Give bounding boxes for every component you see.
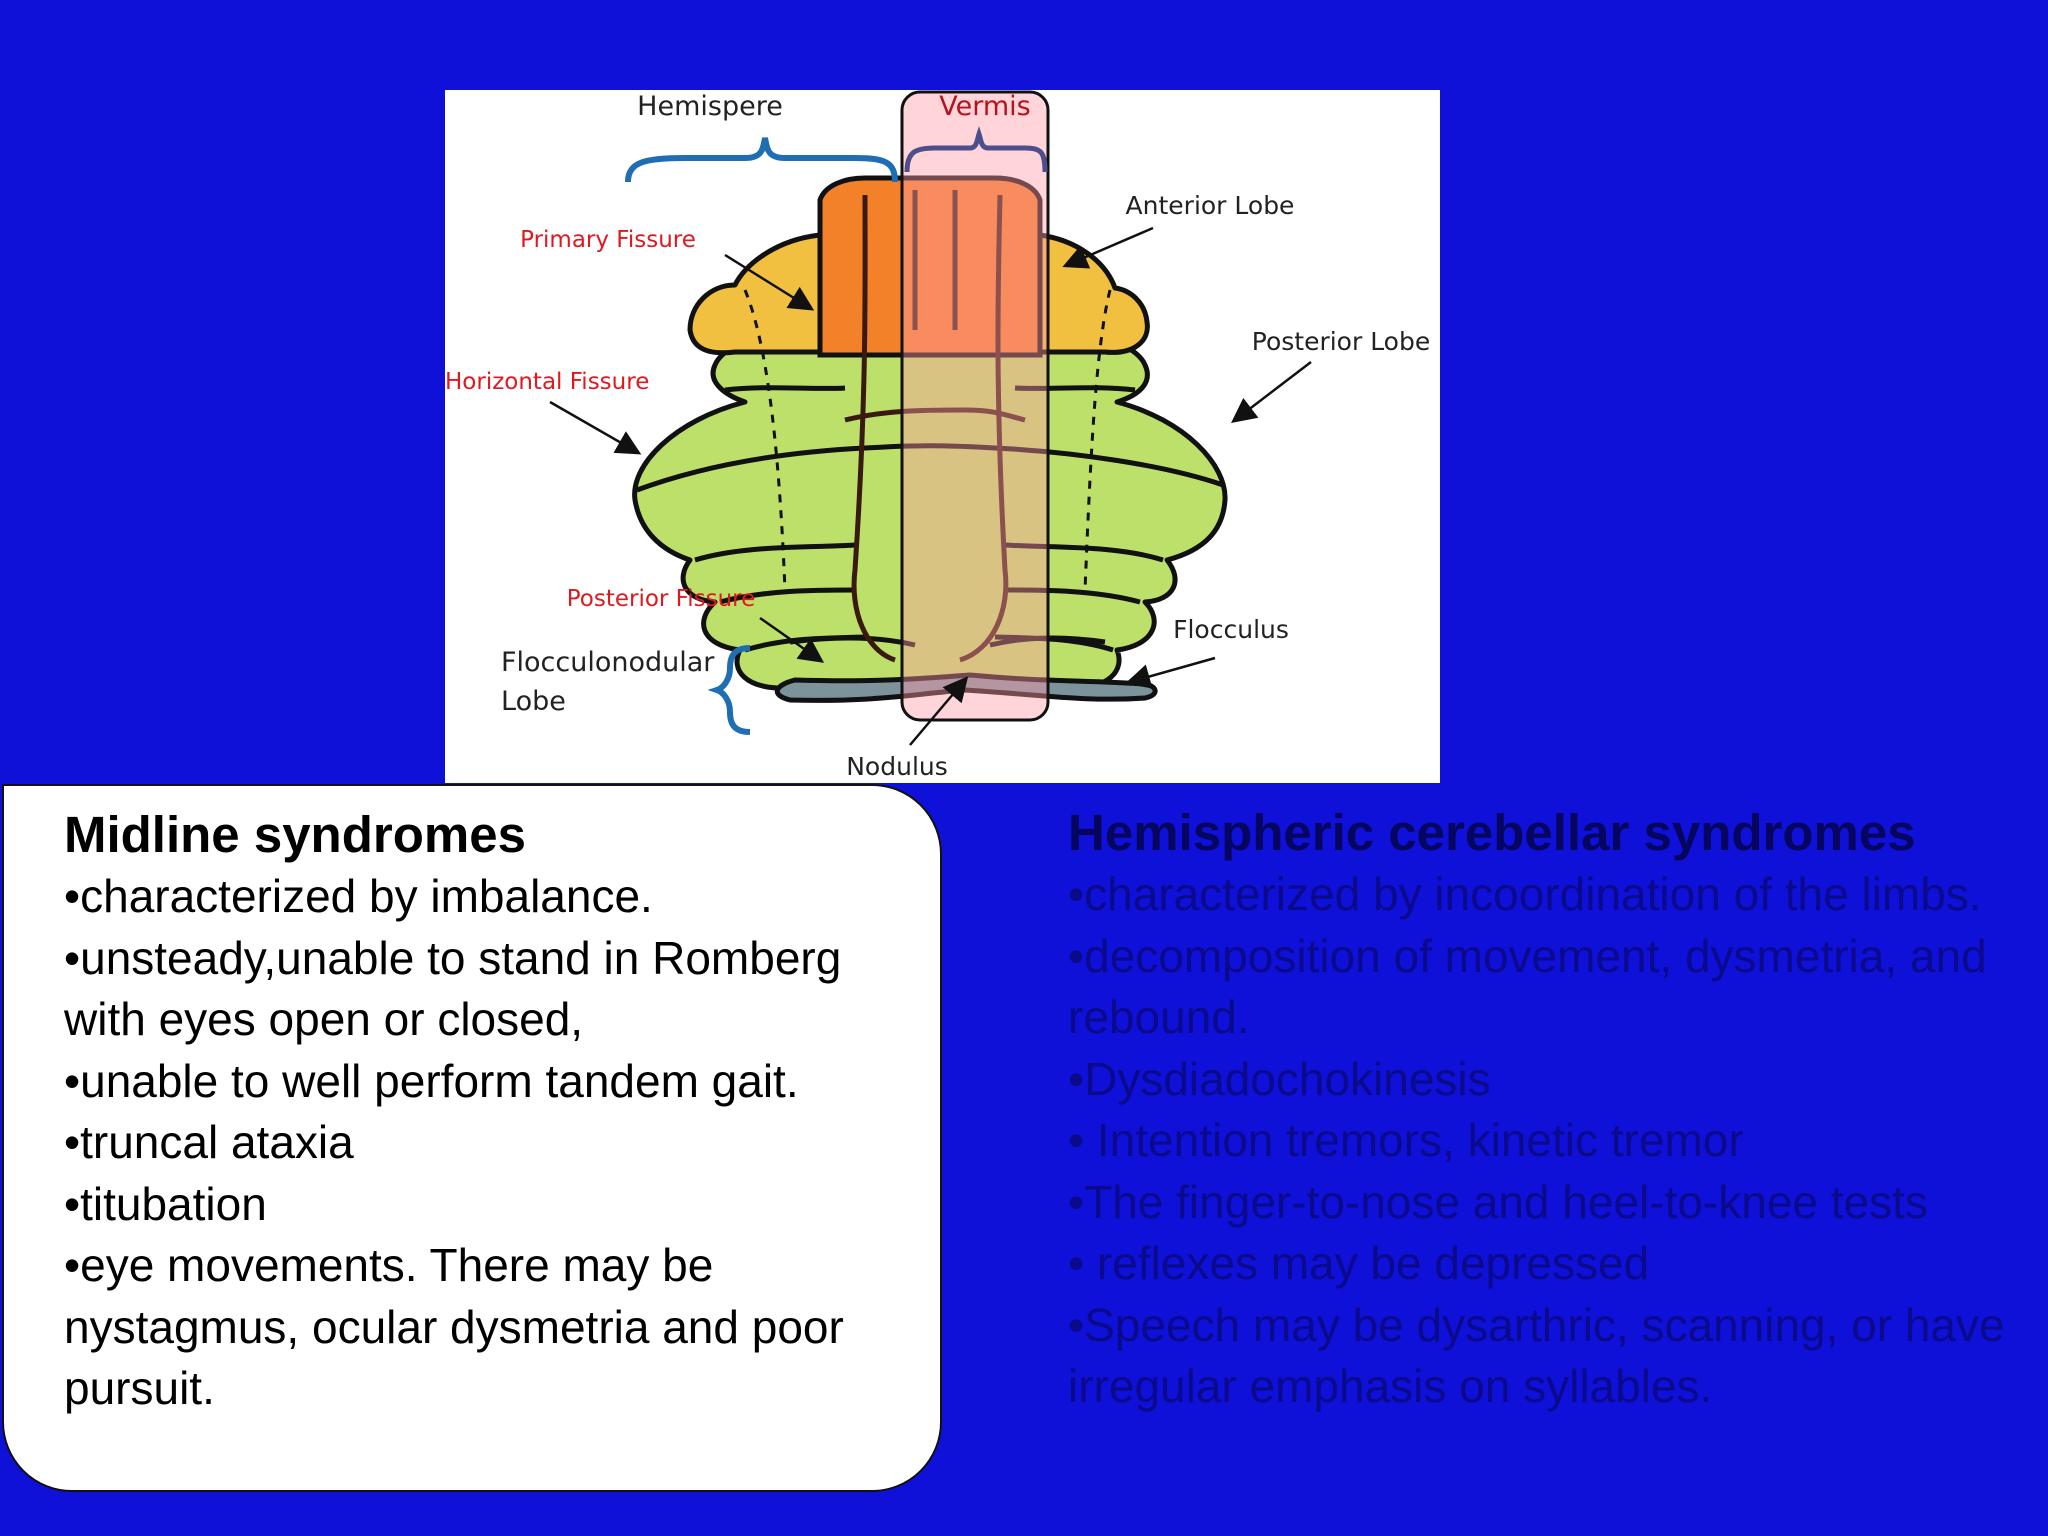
hemispheric-title: Hemispheric cerebellar syndromes — [1068, 804, 1916, 861]
hemispheric-syndromes-block: Hemispheric cerebellar syndromes •charac… — [1068, 802, 2043, 1418]
label-vermis: Vermis — [939, 91, 1030, 122]
midline-list: •characterized by imbalance. •unsteady,u… — [64, 866, 924, 1420]
midline-title: Midline syndromes — [64, 806, 526, 863]
list-item: •Dysdiadochokinesis — [1068, 1052, 1491, 1105]
list-item: •characterized by incoordination of the … — [1068, 868, 1982, 920]
list-item: •eye movements. There may be nystagmus, … — [64, 1239, 844, 1414]
vermis-brace — [904, 126, 1048, 173]
label-flocculonodular-line1: Flocculonodular — [501, 647, 715, 678]
flocculonodular-brace — [707, 645, 751, 735]
label-posterior-lobe: Posterior Lobe — [1252, 327, 1430, 356]
midline-syndromes-box: Midline syndromes •characterized by imba… — [2, 784, 942, 1492]
list-item: •The finger-to-nose and heel-to-knee tes… — [1068, 1175, 1928, 1228]
hemisphere-brace — [625, 137, 898, 183]
list-item: •unable to well perform tandem gait. — [64, 1054, 799, 1107]
vermis-folia-lines — [844, 190, 1026, 663]
vermis-anterior-shape — [817, 175, 1043, 358]
list-item: •unsteady,unable to stand in Romberg wit… — [64, 931, 842, 1046]
list-item: •titubation — [64, 1177, 267, 1230]
paravermis-dashed-lines — [743, 289, 1112, 591]
list-item: • reflexes may be depressed — [1068, 1237, 1650, 1289]
horizontal-fissure-line — [636, 443, 1224, 493]
hemispheric-list: •characterized by incoordination of the … — [1068, 864, 2043, 1418]
label-flocculonodular-line2: Lobe — [501, 686, 566, 717]
label-horizontal-fissure: Horizontal Fissure — [445, 369, 649, 395]
list-item: •Speech may be dysarthric, scanning, or … — [1068, 1298, 2005, 1413]
list-item: • Intention tremors, kinetic tremor — [1068, 1114, 1744, 1166]
label-anterior-lobe: Anterior Lobe — [1126, 191, 1295, 220]
label-hemisphere: Hemispere — [637, 91, 783, 122]
list-item: •truncal ataxia — [64, 1116, 354, 1168]
list-item: •decomposition of movement, dysmetria, a… — [1068, 929, 1987, 1044]
vermis-band — [900, 90, 1050, 722]
cerebellum-diagram: Hemispere Vermis Primary Fissure Anterio… — [445, 90, 1440, 783]
label-primary-fissure: Primary Fissure — [520, 227, 696, 253]
label-posterior-fissure: Posterior Fissure — [567, 586, 756, 612]
list-item: •characterized by imbalance. — [64, 870, 653, 922]
label-flocculus: Flocculus — [1173, 615, 1289, 644]
label-nodulus: Nodulus — [846, 752, 948, 781]
